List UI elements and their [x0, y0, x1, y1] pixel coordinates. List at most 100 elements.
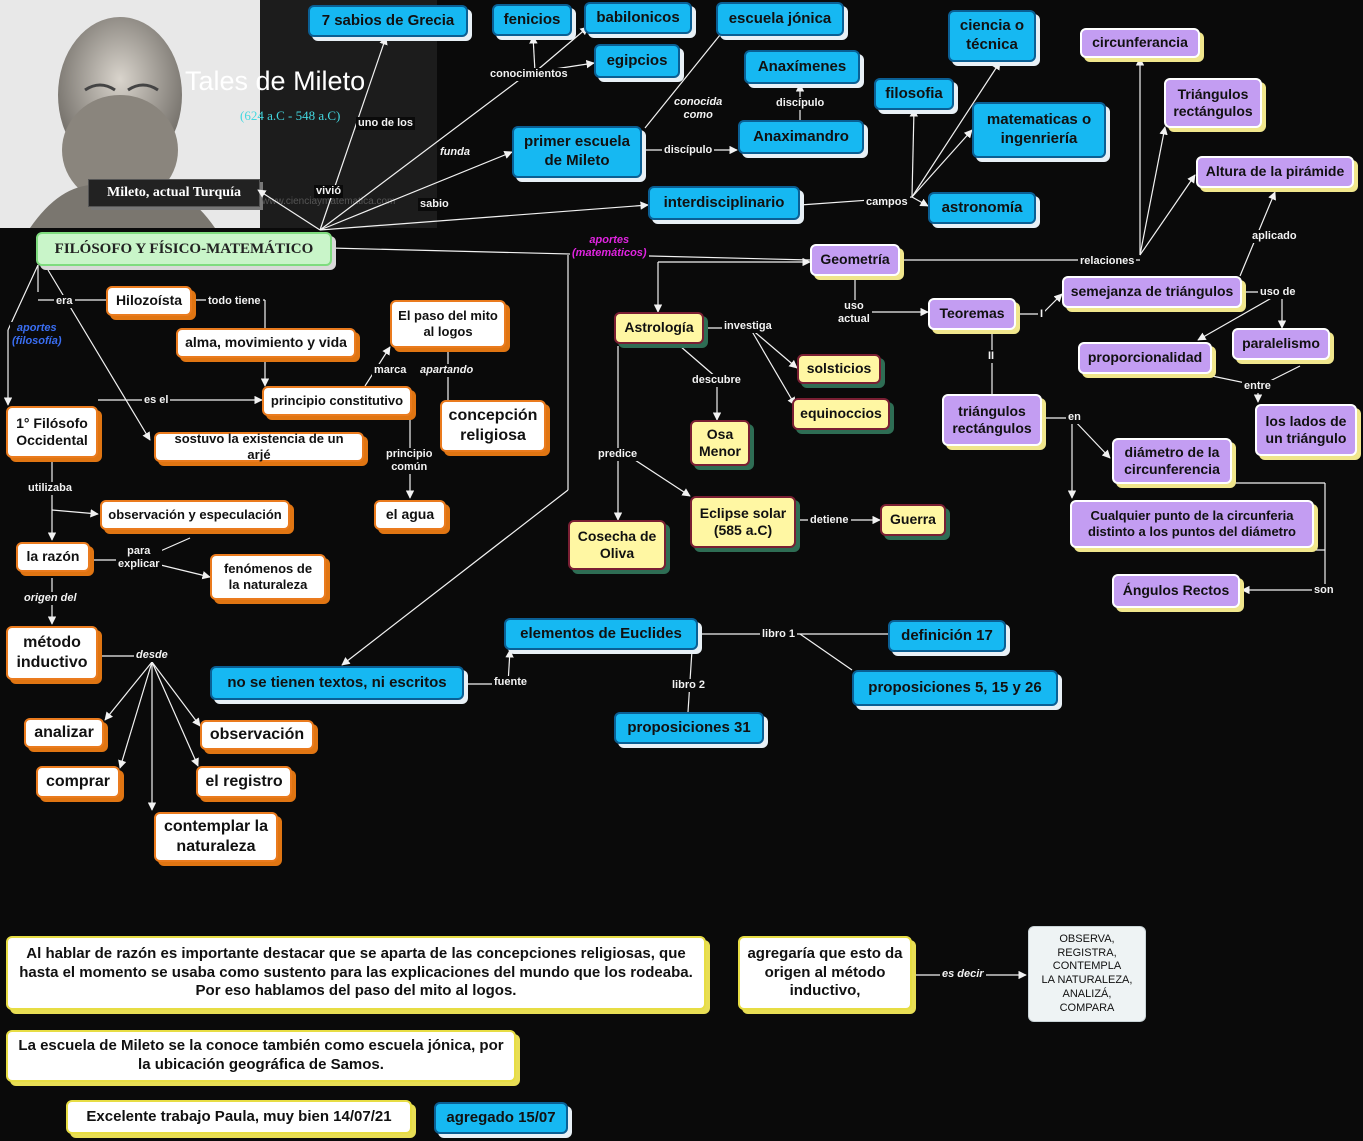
primer-escuela-node[interactable]: primer escuela de Mileto	[512, 126, 642, 178]
label-conocida-como: conocida como	[672, 96, 725, 123]
egipcios-node[interactable]: egipcios	[594, 44, 680, 78]
fenomenos-naturaleza-node[interactable]: fenómenos de la naturaleza	[210, 554, 326, 600]
portrait-dates: (624 a.C - 548 a.C)	[240, 108, 341, 123]
el-agua-node[interactable]: el agua	[374, 500, 446, 530]
observa-registra-box: OBSERVA, REGISTRA, CONTEMPLA LA NATURALE…	[1028, 926, 1146, 1022]
label-marca: marca	[372, 364, 409, 378]
agregaria-note: agregaría que esto da origen al método i…	[738, 936, 912, 1010]
definicion-17-node[interactable]: definición 17	[888, 620, 1006, 652]
osa-menor-node[interactable]: Osa Menor	[690, 420, 750, 466]
lados-triangulo-node[interactable]: los lados de un triángulo	[1255, 404, 1357, 456]
cualquier-punto-node[interactable]: Cualquier punto de la circunferia distin…	[1070, 500, 1314, 548]
label-uno-de-los: uno de los	[356, 117, 415, 131]
proposiciones-31-node[interactable]: proposiciones 31	[614, 712, 764, 744]
label-principio-comun: principio común	[384, 448, 435, 475]
filosofo-fisico-matematico-node[interactable]: FILÓSOFO Y FÍSICO-MATEMÁTICO	[36, 232, 332, 266]
agregado-badge: agregado 15/07	[434, 1102, 568, 1134]
escuela-mileto-note: La escuela de Mileto se la conoce tambié…	[6, 1030, 516, 1082]
label-uso-actual: uso actual	[836, 300, 872, 327]
astrologia-node[interactable]: Astrología	[614, 312, 704, 344]
astronomia-node[interactable]: astronomía	[928, 192, 1036, 224]
triangulos-rectangulos-node[interactable]: triángulos rectángulos	[942, 394, 1042, 446]
escuela-jonica-node[interactable]: escuela jónica	[716, 2, 844, 36]
ciencia-tecnica-node[interactable]: ciencia o técnica	[948, 10, 1036, 62]
label-todo-tiene: todo tiene	[206, 295, 263, 309]
label-apartando: apartando	[418, 364, 476, 378]
label-para-explicar: para explicar	[116, 545, 162, 572]
elementos-euclides-node[interactable]: elementos de Euclides	[504, 618, 698, 650]
portrait-title: Tales de Mileto	[185, 66, 366, 96]
proposiciones-5-15-26-node[interactable]: proposiciones 5, 15 y 26	[852, 670, 1058, 706]
diametro-circunferencia-node[interactable]: diámetro de la circunferencia	[1112, 438, 1232, 484]
razon-note: Al hablar de razón es importante destaca…	[6, 936, 706, 1010]
cosecha-oliva-node[interactable]: Cosecha de Oliva	[568, 520, 666, 570]
label-en: en	[1066, 411, 1083, 425]
label-discipulo-top: discípulo	[774, 97, 827, 111]
semejanza-triangulos-node[interactable]: semejanza de triángulos	[1062, 276, 1242, 308]
label-son: son	[1312, 584, 1336, 598]
principio-constitutivo-node[interactable]: principio constitutivo	[262, 386, 412, 416]
label-aportes-matematicos: aportes (matemáticos)	[570, 234, 649, 261]
anaximandro-node[interactable]: Anaximandro	[738, 120, 864, 154]
guerra-node[interactable]: Guerra	[880, 504, 946, 536]
metodo-inductivo-node[interactable]: método inductivo	[6, 626, 98, 680]
label-campos: campos	[864, 196, 910, 210]
primer-filosofo-occidental-node[interactable]: 1° Filósofo Occidental	[6, 406, 98, 458]
label-es-el: es el	[142, 394, 171, 408]
paso-mito-logos-node[interactable]: El paso del mito al logos	[390, 300, 506, 348]
altura-piramide-node[interactable]: Altura de la pirámide	[1196, 156, 1354, 188]
label-era: era	[54, 295, 75, 309]
alma-movimiento-vida-node[interactable]: alma, movimiento y vida	[176, 328, 356, 358]
matematicas-ingenieria-node[interactable]: matematicas o ingenriería	[972, 102, 1106, 158]
la-razon-node[interactable]: la razón	[16, 542, 90, 572]
no-textos-node[interactable]: no se tienen textos, ni escritos	[210, 666, 464, 700]
label-entre: entre	[1242, 380, 1273, 394]
label-es-decir: es decir	[940, 968, 986, 982]
place-label: Mileto, actual Turquía	[88, 179, 260, 207]
fenicios-node[interactable]: fenicios	[492, 4, 572, 36]
label-II: II	[986, 350, 997, 364]
observacion-node[interactable]: observación	[200, 720, 314, 750]
label-fuente: fuente	[492, 676, 529, 690]
arje-node[interactable]: sostuvo la existencia de un arjé	[154, 431, 364, 462]
label-conocimientos: conocimientos	[488, 68, 570, 82]
equinoccios-node[interactable]: equinoccios	[792, 398, 890, 430]
teoremas-node[interactable]: Teoremas	[928, 298, 1016, 330]
circunferancia-node[interactable]: circunferancia	[1080, 28, 1200, 58]
label-detiene: detiene	[808, 514, 851, 528]
label-vivio: vivió	[314, 185, 344, 199]
label-utilizaba: utilizaba	[26, 482, 75, 496]
hilozoista-node[interactable]: Hilozoísta	[106, 286, 192, 316]
siete-sabios-node[interactable]: 7 sabios de Grecia	[308, 5, 468, 37]
label-funda: funda	[438, 146, 472, 160]
proporcionalidad-node[interactable]: proporcionalidad	[1078, 342, 1212, 374]
label-libro-1: libro 1	[760, 628, 798, 642]
babilonicos-node[interactable]: babilonicos	[584, 2, 692, 34]
label-I: I	[1038, 308, 1046, 322]
contemplar-naturaleza-node[interactable]: contemplar la naturaleza	[154, 812, 278, 862]
analizar-node[interactable]: analizar	[24, 718, 104, 748]
el-registro-node[interactable]: el registro	[196, 766, 292, 798]
angulos-rectos-node[interactable]: Ángulos Rectos	[1112, 574, 1240, 608]
label-libro-2: libro 2	[670, 679, 708, 693]
anaximenes-node[interactable]: Anaxímenes	[744, 50, 860, 84]
concepcion-religiosa-node[interactable]: concepción religiosa	[440, 400, 546, 452]
paralelismo-node[interactable]: paralelismo	[1232, 328, 1330, 360]
label-investiga: investiga	[722, 320, 774, 334]
comprar-node[interactable]: comprar	[36, 766, 120, 798]
filosofia-node[interactable]: filosofia	[874, 78, 954, 110]
triangulos-rectangulos-top-node[interactable]: Triángulos rectángulos	[1164, 78, 1262, 128]
label-predice: predice	[596, 448, 640, 462]
observacion-especulacion-node[interactable]: observación y especulación	[100, 500, 290, 530]
geometria-node[interactable]: Geometría	[810, 244, 900, 276]
label-descubre: descubre	[690, 374, 743, 388]
interdisciplinario-node[interactable]: interdisciplinario	[648, 186, 800, 220]
label-desde: desde	[134, 649, 170, 663]
label-sabio: sabio	[418, 198, 451, 212]
eclipse-solar-node[interactable]: Eclipse solar (585 a.C)	[690, 496, 796, 548]
label-aportes-filosofia: aportes (filosofía)	[10, 322, 64, 349]
excelente-note: Excelente trabajo Paula, muy bien 14/07/…	[66, 1100, 412, 1134]
solsticios-node[interactable]: solsticios	[797, 354, 881, 384]
label-origen-del: origen del	[22, 592, 79, 606]
label-relaciones: relaciones	[1078, 255, 1137, 269]
